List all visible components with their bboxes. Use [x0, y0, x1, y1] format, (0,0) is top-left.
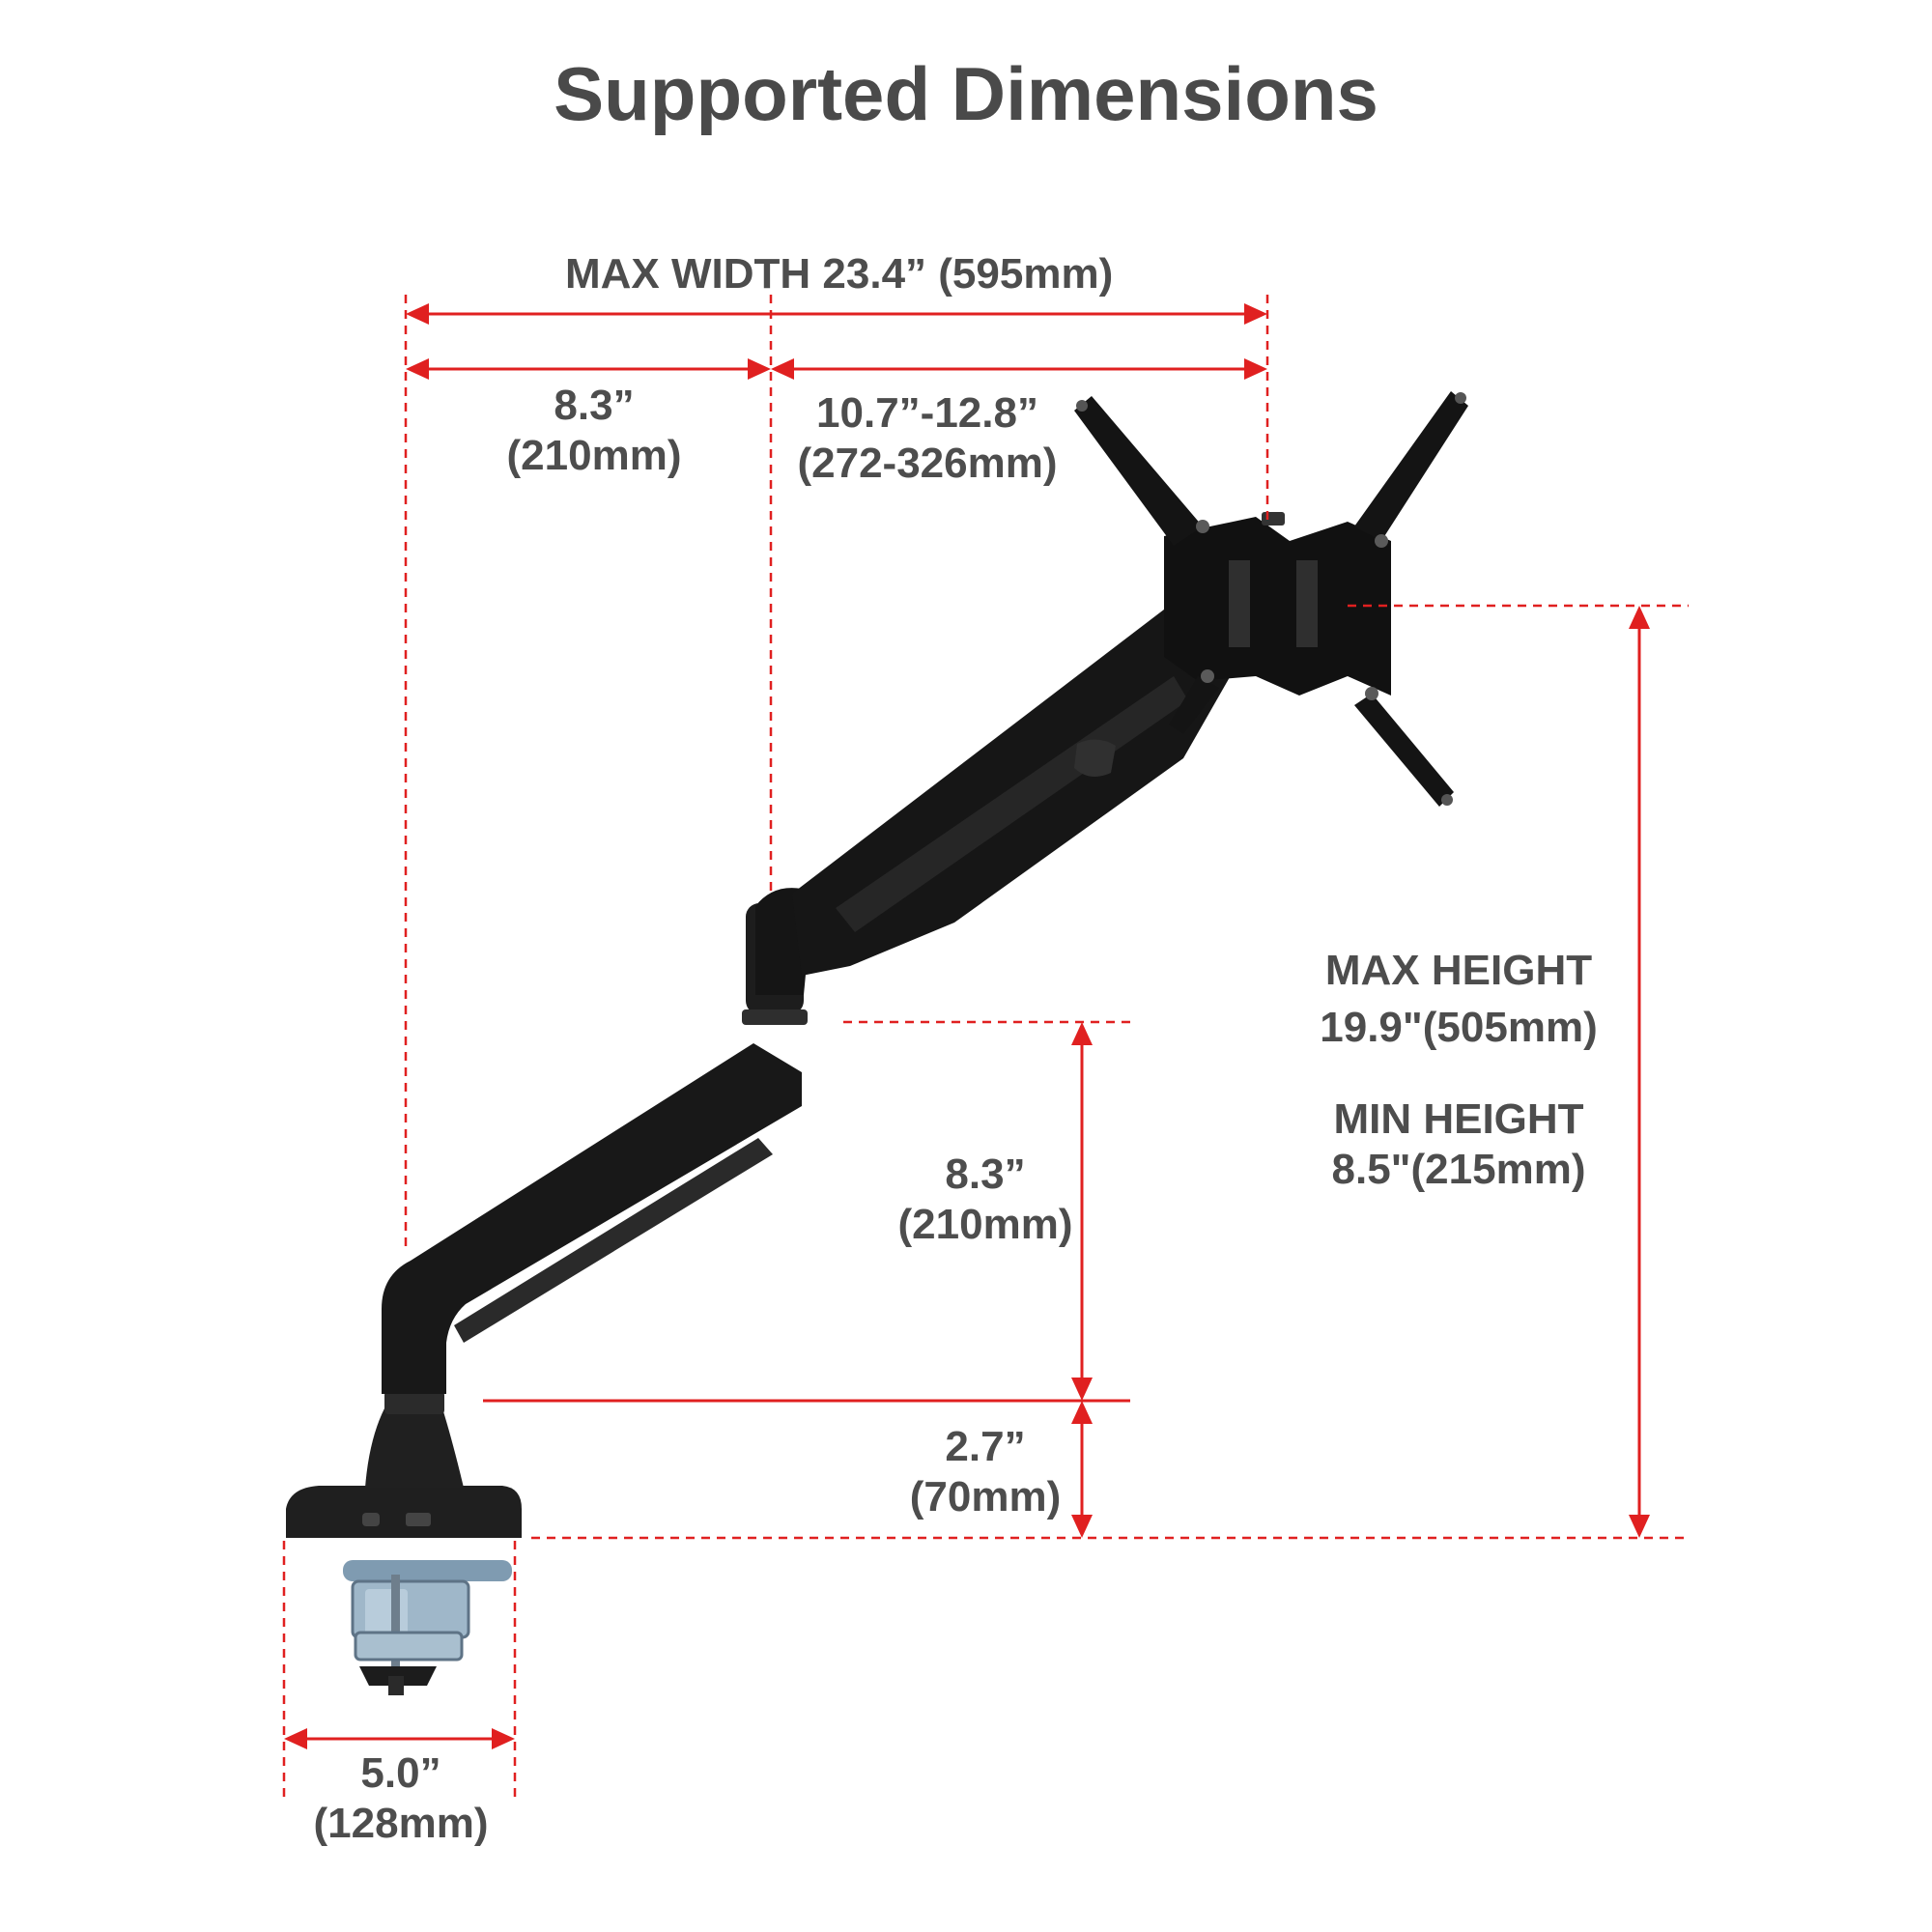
max-height-value: 19.9"(505mm)	[1320, 1004, 1598, 1052]
upper-arm	[792, 587, 1241, 976]
arm-height-arrow	[1071, 1022, 1093, 1401]
max-width-label: MAX WIDTH 23.4” (595mm)	[565, 250, 1114, 298]
arm-segment-1-inches: 8.3”	[554, 382, 635, 429]
arm-segment-2-label: 10.7”-12.8” (272-326mm)	[773, 388, 1082, 489]
min-height-title: MIN HEIGHT	[1333, 1095, 1584, 1143]
page-title: Supported Dimensions	[554, 51, 1378, 136]
max-height-title: MAX HEIGHT	[1324, 947, 1593, 994]
monitor-arm-illustration	[286, 391, 1468, 1695]
desk-clamp	[343, 1560, 512, 1695]
arm-segment-2-arrow	[771, 358, 1267, 380]
arm-segment-2-mm: (272-326mm)	[797, 439, 1058, 487]
base-height-label: 2.7” (70mm)	[874, 1422, 1096, 1522]
max-width-arrow	[406, 303, 1267, 325]
arm-base	[286, 1391, 522, 1538]
dimension-lines	[282, 295, 1689, 1799]
arm-segment-2-inches: 10.7”-12.8”	[816, 389, 1038, 437]
max-height-label: MAX HEIGHT 19.9"(505mm)	[1294, 942, 1623, 1057]
base-height-inches: 2.7”	[945, 1423, 1026, 1470]
min-height-value: 8.5"(215mm)	[1331, 1145, 1586, 1193]
clamp-width-mm: (128mm)	[313, 1799, 489, 1847]
arm-height-inches: 8.3”	[945, 1151, 1026, 1198]
arm-height-mm: (210mm)	[897, 1200, 1073, 1248]
clamp-width-label: 5.0” (128mm)	[290, 1748, 512, 1849]
vesa-plate	[1074, 391, 1468, 807]
lower-arm	[382, 1043, 802, 1394]
min-height-label: MIN HEIGHT 8.5"(215mm)	[1294, 1094, 1623, 1195]
max-height-arrow	[1629, 606, 1650, 1538]
clamp-width-inches: 5.0”	[360, 1749, 441, 1797]
clamp-width-arrow	[284, 1728, 515, 1749]
arm-segment-1-arrow	[406, 358, 771, 380]
arm-height-label: 8.3” (210mm)	[874, 1150, 1096, 1250]
base-height-arrow	[1071, 1401, 1093, 1538]
arm-segment-1-label: 8.3” (210mm)	[483, 381, 705, 481]
arm-segment-1-mm: (210mm)	[506, 431, 682, 479]
base-height-mm: (70mm)	[909, 1472, 1062, 1520]
